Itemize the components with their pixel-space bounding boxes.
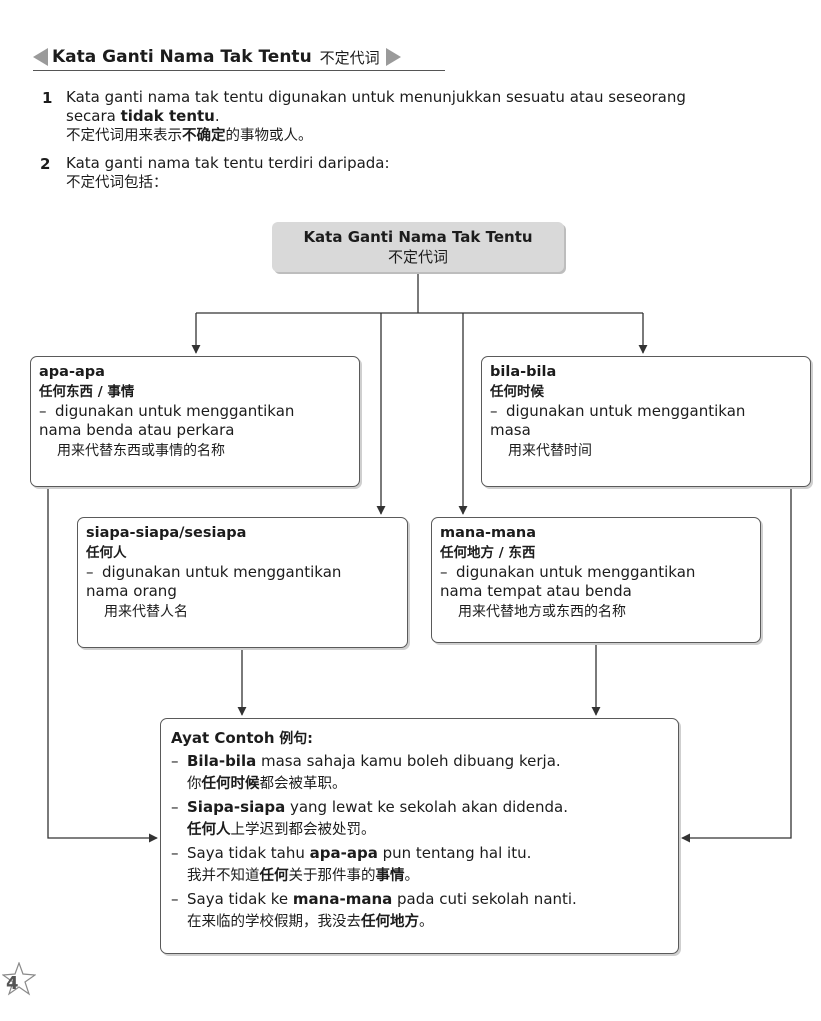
section-heading-title: Kata Ganti Nama Tak Tentu — [52, 47, 312, 67]
box-bila-title: bila-bila — [490, 364, 557, 380]
box-siapa-siapa: siapa-siapa/sesiapa 任何人 –digunakan untuk… — [77, 517, 408, 648]
example-1-chinese: 你任何时候都会被革职。 — [187, 775, 347, 792]
box-bila-desc-2: masa — [490, 421, 531, 439]
box-mana-desc-2: nama tempat atau benda — [440, 582, 632, 600]
box-siapa-desc: –digunakan untuk menggantikan — [86, 563, 342, 581]
box-mana-title: mana-mana — [440, 525, 537, 541]
box-siapa-title-chinese: 任何人 — [86, 545, 127, 561]
box-apa-apa: apa-apa 任何东西 / 事情 –digunakan untuk mengg… — [30, 356, 360, 487]
example-3: –Saya tidak tahu apa-apa pun tentang hal… — [171, 844, 532, 862]
point-1-text: Kata ganti nama tak tentu digunakan untu… — [66, 88, 816, 146]
box-mana-mana: mana-mana 任何地方 / 东西 –digunakan untuk men… — [431, 517, 761, 643]
example-heading: Ayat Contoh 例句: — [171, 729, 313, 747]
box-mana-desc: –digunakan untuk menggantikan — [440, 563, 696, 581]
example-1: –Bila-bila masa sahaja kamu boleh dibuan… — [171, 752, 561, 770]
example-2: –Siapa-siapa yang lewat ke sekolah akan … — [171, 798, 569, 816]
box-mana-title-chinese: 任何地方 / 东西 — [440, 545, 536, 561]
box-apa-desc: –digunakan untuk menggantikan — [39, 402, 295, 420]
example-4-chinese: 在来临的学校假期，我没去任何地方。 — [187, 913, 434, 930]
example-2-chinese: 任何人上学迟到都会被处罚。 — [187, 821, 376, 838]
section-heading: Kata Ganti Nama Tak Tentu 不定代词 — [33, 44, 401, 70]
point-2-chinese: 不定代词包括： — [66, 175, 168, 191]
root-title-chinese: 不定代词 — [387, 248, 448, 266]
page-number: 4 — [6, 973, 19, 994]
heading-underline — [33, 70, 445, 71]
left-triangle-icon — [33, 48, 48, 66]
arrow-bila-to-example — [681, 486, 792, 843]
point-1-bold-term: tidak tentu — [120, 107, 215, 125]
box-bila-desc: –digunakan untuk menggantikan — [490, 402, 746, 420]
point-1-line-2: secara tidak tentu. — [66, 107, 220, 125]
point-2-line: Kata ganti nama tak tentu terdiri daripa… — [66, 154, 390, 172]
box-siapa-chinese: 用来代替人名 — [104, 604, 188, 620]
point-2-number: 2 — [40, 155, 51, 173]
point-1-chinese: 不定代词用来表示不确定的事物或人。 — [66, 127, 313, 144]
box-mana-chinese: 用来代替地方或东西的名称 — [458, 604, 626, 620]
page-star-icon — [2, 962, 36, 996]
point-1-number: 1 — [42, 89, 53, 107]
point-1-line-1: Kata ganti nama tak tentu digunakan untu… — [66, 88, 686, 106]
box-apa-title-chinese: 任何东西 / 事情 — [39, 384, 135, 400]
box-bila-title-chinese: 任何时候 — [490, 384, 544, 400]
section-heading-chinese: 不定代词 — [319, 48, 380, 67]
right-triangle-icon — [385, 48, 401, 66]
point-2-text: Kata ganti nama tak tentu terdiri daripa… — [66, 154, 666, 193]
box-bila-chinese: 用来代替时间 — [508, 443, 592, 459]
example-sentences-box: Ayat Contoh 例句: –Bila-bila masa sahaja k… — [160, 718, 679, 954]
root-title: Kata Ganti Nama Tak Tentu — [303, 228, 533, 246]
box-apa-chinese: 用来代替东西或事情的名称 — [57, 443, 225, 459]
diagram-root-box: Kata Ganti Nama Tak Tentu 不定代词 — [272, 222, 564, 272]
box-siapa-title: siapa-siapa/sesiapa — [86, 525, 247, 541]
box-apa-desc-2: nama benda atau perkara — [39, 421, 235, 439]
example-3-chinese: 我并不知道任何关于那件事的事情。 — [187, 867, 419, 884]
example-4: –Saya tidak ke mana-mana pada cuti sekol… — [171, 890, 577, 908]
box-bila-bila: bila-bila 任何时候 –digunakan untuk menggant… — [481, 356, 811, 487]
box-siapa-desc-2: nama orang — [86, 582, 177, 600]
box-apa-title: apa-apa — [39, 364, 105, 380]
arrow-apa-to-example — [47, 486, 158, 843]
